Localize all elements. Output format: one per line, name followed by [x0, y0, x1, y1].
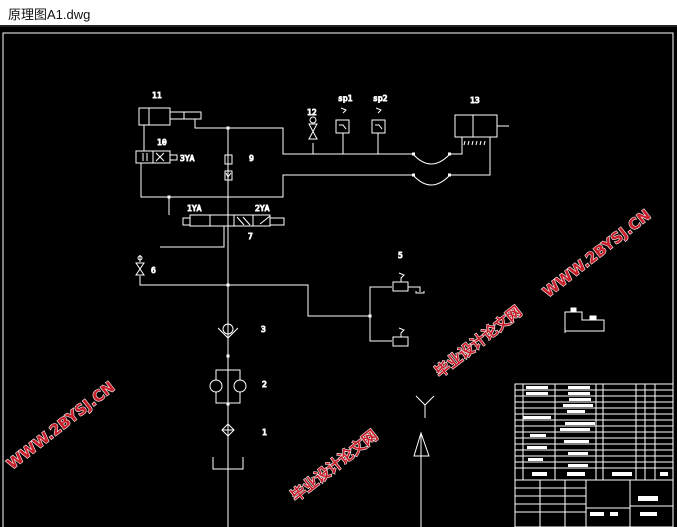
label-11: 11 — [152, 91, 162, 100]
valve-12 — [308, 116, 318, 140]
check-valve-3 — [217, 323, 239, 339]
valve-9 — [224, 154, 233, 181]
antenna-symbol — [415, 395, 435, 418]
title-bar: 原理图A1.dwg — [0, 0, 677, 25]
pressure-switch-sp1 — [335, 107, 350, 134]
watermark-url-1: WWW.2BYSJ.CN — [3, 378, 118, 473]
label-13: 13 — [470, 96, 480, 105]
label-sp1: sp1 — [338, 94, 353, 103]
label-2: 2 — [262, 380, 267, 389]
filter-1 — [212, 423, 244, 470]
title-block — [514, 383, 674, 527]
label-6: 6 — [151, 266, 156, 275]
label-1ya: 1YA — [187, 204, 202, 213]
hose-2 — [412, 174, 451, 186]
label-10: 10 — [157, 138, 167, 147]
valve-6 — [135, 255, 145, 276]
valve-7 — [182, 214, 285, 227]
cylinder-13 — [454, 114, 509, 146]
watermark-1: WWW.2BYSJ.CN 毕业设计论文网 — [3, 377, 382, 505]
watermark-2: 毕业设计论文网 WWW.2BYSJ.CN — [431, 205, 655, 381]
arrow-symbol — [413, 431, 430, 527]
label-3: 3 — [261, 325, 266, 334]
document-title: 原理图A1.dwg — [8, 7, 91, 22]
drawing-border — [2, 32, 674, 527]
small-part-outline — [564, 307, 605, 333]
cylinder-11 — [138, 107, 202, 126]
label-5: 5 — [398, 251, 403, 260]
label-7: 7 — [248, 232, 253, 241]
relief-valve-5b — [392, 327, 409, 347]
label-3ya: 3YA — [180, 154, 195, 163]
label-1: 1 — [262, 428, 267, 437]
label-9: 9 — [249, 154, 254, 163]
hose-1 — [412, 153, 451, 165]
watermark-url-2: WWW.2BYSJ.CN — [539, 206, 654, 301]
pressure-switch-sp2 — [371, 107, 386, 134]
label-2ya: 2YA — [255, 204, 270, 213]
relief-valve-5a — [392, 272, 425, 294]
watermark-cn-1: 毕业设计论文网 — [287, 426, 381, 505]
watermark-cn-2: 毕业设计论文网 — [431, 302, 525, 381]
junction-dots — [167, 126, 451, 406]
pumps-2 — [209, 369, 247, 404]
label-12: 12 — [307, 108, 317, 117]
pipes — [139, 119, 491, 527]
valve-10 — [135, 150, 178, 164]
label-sp2: sp2 — [373, 94, 388, 103]
title-separator — [0, 25, 677, 27]
